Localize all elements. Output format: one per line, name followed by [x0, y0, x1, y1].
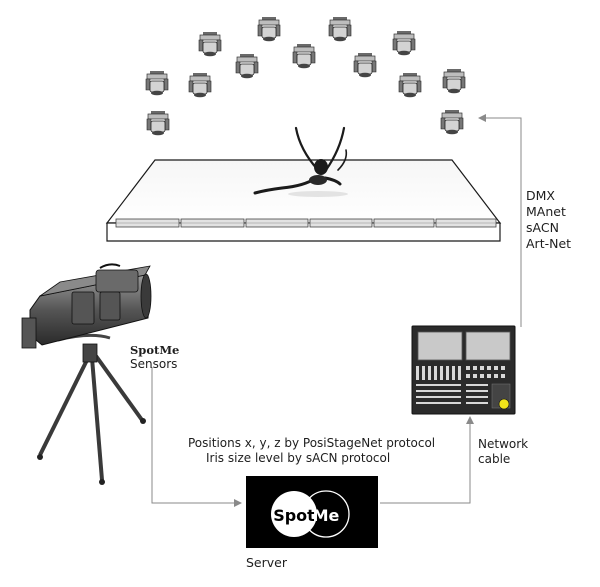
moving-head-light [440, 109, 464, 135]
server-box: Spot Me [246, 476, 378, 548]
moving-head-light [328, 16, 352, 42]
moving-head-light [257, 16, 281, 42]
network-cable-label: cable [478, 452, 511, 466]
followspot-tripod [37, 333, 146, 485]
server-logo-spot: Spot [273, 506, 315, 525]
moving-head-light [398, 72, 422, 98]
protocol-label: Art-Net [526, 236, 572, 251]
moving-head-light [198, 31, 222, 57]
sensors-label: Sensors [130, 357, 178, 371]
stage-platform [105, 159, 502, 242]
iris-protocol-label: Iris size level by sACN protocol [206, 451, 391, 465]
moving-head-light [392, 30, 416, 56]
moving-head-light [442, 68, 466, 94]
spotme-brand-label: SpotMe [130, 343, 180, 357]
lighting-console [411, 325, 516, 415]
moving-head-lights [145, 16, 466, 136]
moving-head-light [145, 70, 169, 96]
dancer-figure [253, 126, 348, 197]
moving-head-light [353, 52, 377, 78]
moving-head-light [188, 72, 212, 98]
protocol-label: sACN [526, 220, 559, 235]
protocol-label: MAnet [526, 204, 566, 219]
server-label: Server [246, 555, 287, 570]
moving-head-light [146, 110, 170, 136]
sensor-to-server-arrow [151, 367, 242, 507]
server-to-console-arrow [380, 416, 474, 504]
protocol-label: DMX [526, 188, 555, 203]
followspot-body [21, 263, 152, 349]
positions-protocol-label: Positions x, y, z by PosiStageNet protoc… [188, 436, 436, 450]
server-logo-me: Me [313, 506, 340, 525]
moving-head-light [235, 53, 259, 79]
moving-head-light [292, 43, 316, 69]
protocol-arrow [478, 114, 522, 327]
network-cable-label: Network [478, 437, 529, 451]
